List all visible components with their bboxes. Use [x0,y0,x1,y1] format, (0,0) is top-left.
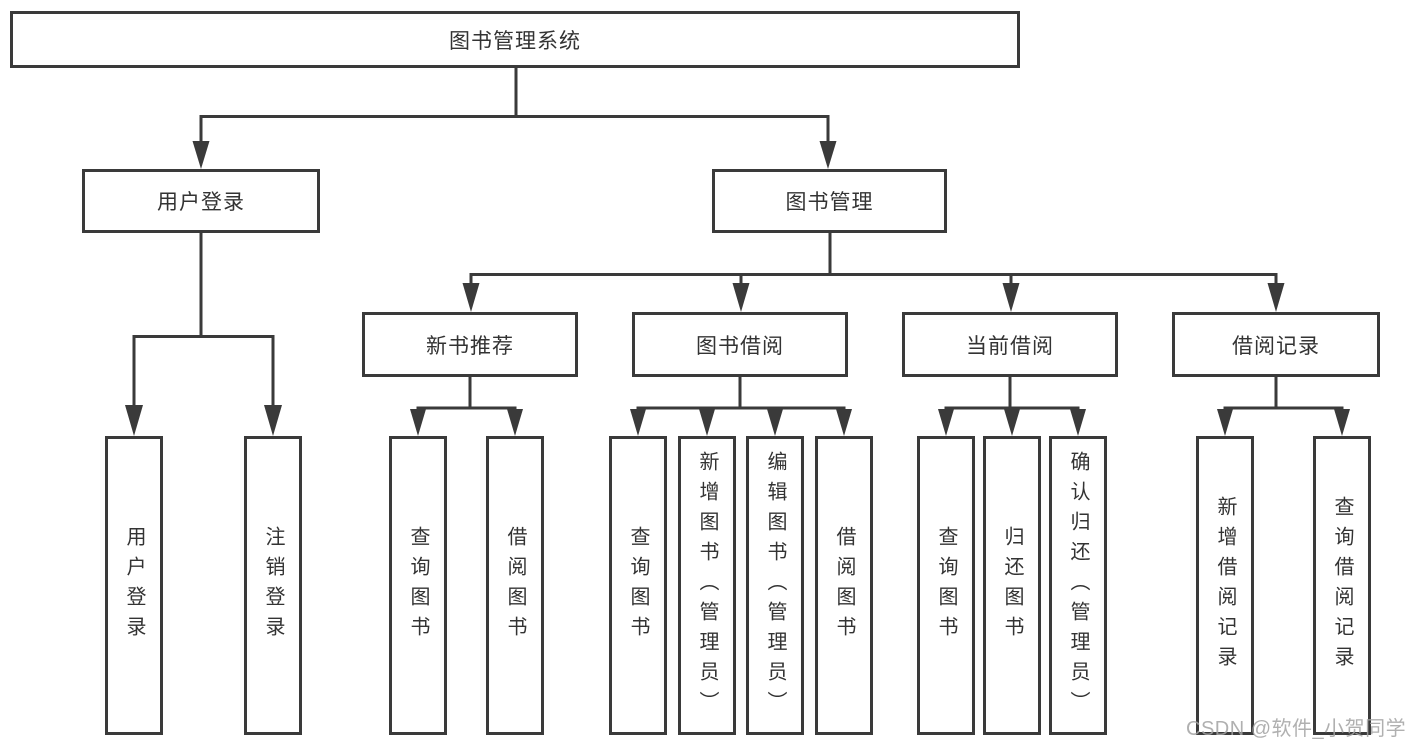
leaf-confirm-return-admin: 确认归还（管理员） [1049,436,1107,735]
arrowhead-icons [125,141,1350,436]
leaf-user-login-label: 用户登录 [123,525,145,646]
leaf-logout-label: 注销登录 [262,525,284,646]
leaf-search-borrow-record: 查询借阅记录 [1313,436,1371,735]
node-user-login: 用户登录 [82,169,320,233]
node-root: 图书管理系统 [10,11,1020,68]
node-user-login-label: 用户登录 [157,191,245,214]
leaf-borrow-book-label: 借阅图书 [833,525,855,646]
node-new-book-recommend-label: 新书推荐 [426,334,514,358]
leaf-borrow-search-book-label: 查询图书 [627,525,649,646]
node-borrow-record: 借阅记录 [1172,312,1380,377]
leaf-user-login: 用户登录 [105,436,163,735]
node-book-management-label: 图书管理 [785,191,874,214]
leaf-search-borrow-record-label: 查询借阅记录 [1331,495,1353,676]
node-current-borrow: 当前借阅 [902,312,1118,377]
csdn-watermark: CSDN @软件_小贺同学 [1186,718,1405,740]
node-book-management: 图书管理 [712,169,947,233]
leaf-edit-book-admin: 编辑图书（管理员） [746,436,804,735]
leaf-add-borrow-record-label: 新增借阅记录 [1214,495,1236,676]
leaf-return-book: 归还图书 [983,436,1041,735]
leaf-edit-book-admin-label: 编辑图书（管理员） [764,450,786,721]
leaf-confirm-return-admin-label: 确认归还（管理员） [1067,450,1089,721]
leaf-recommend-search-book-label: 查询图书 [407,525,429,646]
node-root-label: 图书管理系统 [449,29,581,53]
leaf-add-book-admin-label: 新增图书（管理员） [696,450,718,721]
node-borrow-record-label: 借阅记录 [1232,334,1320,358]
leaf-recommend-borrow-book-label: 借阅图书 [504,525,526,646]
node-book-borrow: 图书借阅 [632,312,848,377]
leaf-current-search-book-label: 查询图书 [935,525,957,646]
leaf-add-book-admin: 新增图书（管理员） [678,436,736,735]
node-current-borrow-label: 当前借阅 [966,334,1054,358]
leaf-borrow-book: 借阅图书 [815,436,873,735]
node-book-borrow-label: 图书借阅 [696,334,784,358]
leaf-logout: 注销登录 [244,436,302,735]
leaf-recommend-borrow-book: 借阅图书 [486,436,544,735]
leaf-recommend-search-book: 查询图书 [389,436,447,735]
leaf-borrow-search-book: 查询图书 [609,436,667,735]
node-new-book-recommend: 新书推荐 [362,312,578,377]
leaf-current-search-book: 查询图书 [917,436,975,735]
leaf-add-borrow-record: 新增借阅记录 [1196,436,1254,735]
leaf-return-book-label: 归还图书 [1001,525,1023,646]
